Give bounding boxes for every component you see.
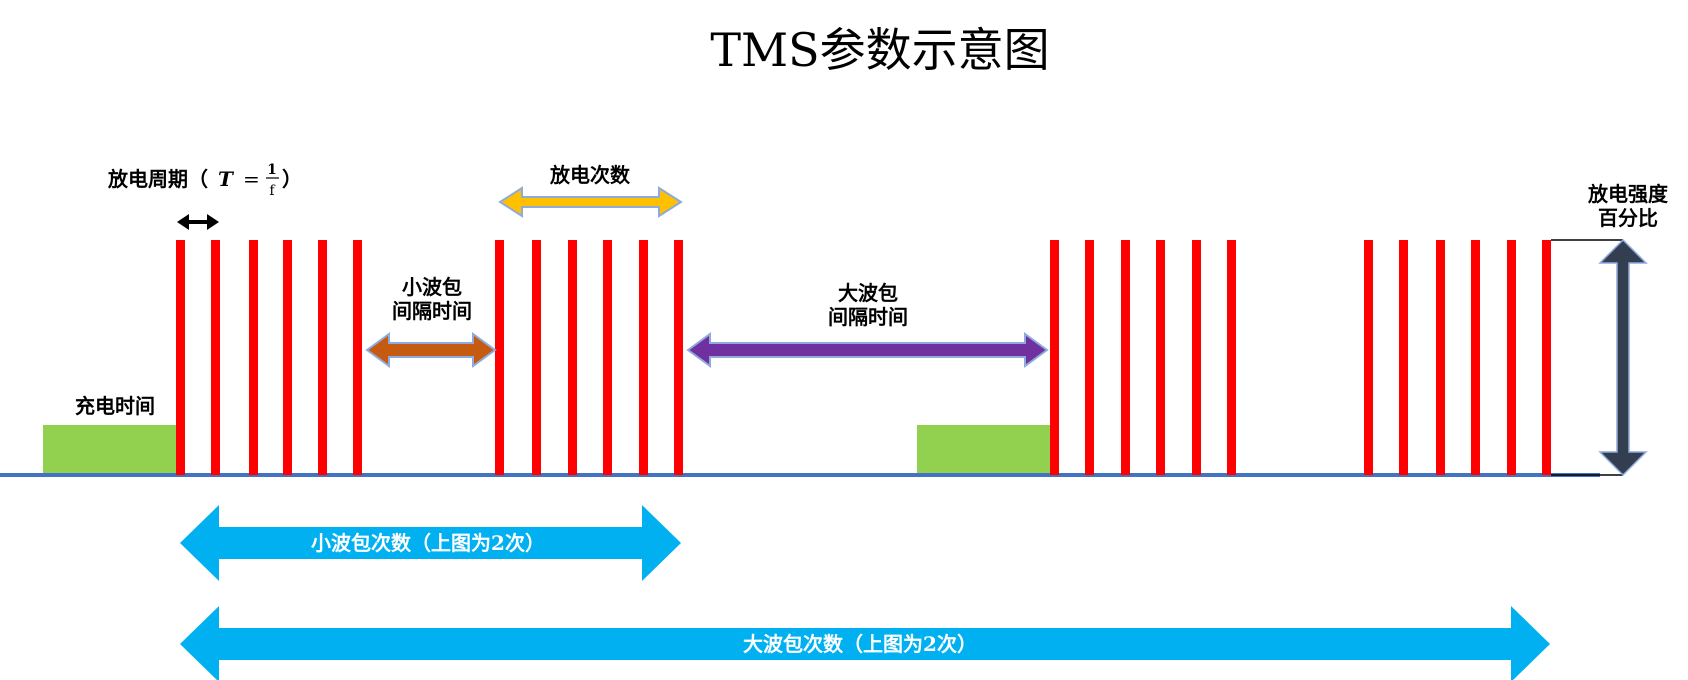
pulse [495, 240, 504, 475]
pulse [1364, 240, 1373, 475]
pulse [283, 240, 292, 475]
pulse [1192, 240, 1201, 475]
small-packet-count-label: 小波包次数（上图为2次） [311, 531, 545, 555]
pulse-train-4 [1364, 240, 1551, 475]
discharge-count-arrow [498, 186, 683, 218]
large-packet-count-arrow [180, 606, 1550, 680]
intensity-label-line1: 放电强度 [1587, 182, 1669, 206]
discharge-period-label: 放电周期（ [107, 167, 208, 191]
charge-block-2 [917, 425, 1050, 473]
small-gap-label-line2: 间隔时间 [392, 299, 472, 323]
small-gap-arrow [365, 332, 497, 368]
pulse [353, 240, 362, 475]
large-gap-arrow [686, 332, 1049, 368]
pulse-train-1 [176, 240, 362, 475]
diagram-title: TMS参数示意图 [710, 23, 1049, 77]
discharge-count-label: 放电次数 [549, 163, 631, 187]
pulse-train-3 [1050, 240, 1236, 475]
pulse [1085, 240, 1094, 475]
pulse-train-2 [495, 240, 683, 475]
intensity-arrow [1598, 238, 1648, 477]
pulse [674, 240, 683, 475]
charge-block-1 [43, 425, 176, 473]
pulse [211, 240, 220, 475]
pulse [532, 240, 541, 475]
small-packet-count-arrow [180, 505, 681, 581]
formula-denominator: f [269, 183, 276, 199]
charge-time-label: 充电时间 [75, 394, 155, 418]
small-gap-label-line1: 小波包 [402, 275, 462, 299]
large-packet-count-label: 大波包次数（上图为2次） [743, 632, 977, 656]
pulse [1436, 240, 1445, 475]
period-arrow [177, 214, 219, 230]
pulse [1156, 240, 1165, 475]
pulse [1227, 240, 1236, 475]
large-gap-label-line1: 大波包 [838, 281, 898, 305]
pulse [1542, 240, 1551, 475]
formula-eq: = [243, 167, 260, 191]
pulse [639, 240, 648, 475]
large-gap-label-line2: 间隔时间 [828, 305, 908, 329]
pulse [603, 240, 612, 475]
pulse [1507, 240, 1516, 475]
pulse [318, 240, 327, 475]
discharge-period-suffix: ） [282, 167, 302, 191]
pulse [1471, 240, 1480, 475]
intensity-label-line2: 百分比 [1598, 206, 1658, 230]
pulse [176, 240, 185, 475]
pulse [1050, 240, 1059, 475]
pulse [1399, 240, 1408, 475]
pulse [568, 240, 577, 475]
pulse [249, 240, 258, 475]
formula-T: T [218, 167, 235, 191]
pulse [1121, 240, 1130, 475]
formula-numerator: 1 [267, 162, 277, 178]
